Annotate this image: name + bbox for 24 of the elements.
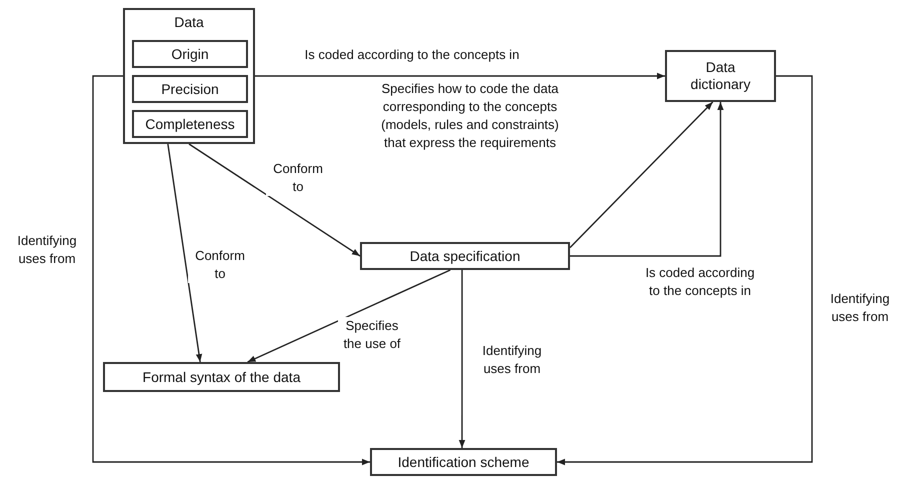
node-label: Data dictionary bbox=[690, 59, 752, 93]
process-box bbox=[132, 110, 248, 138]
node-label: Origin bbox=[171, 46, 209, 62]
arrow bbox=[458, 270, 466, 448]
process-box bbox=[103, 362, 340, 392]
arrow bbox=[557, 75, 813, 466]
group-box bbox=[123, 8, 255, 144]
arrow bbox=[92, 75, 370, 466]
node-label: Completeness bbox=[145, 116, 235, 132]
node-label: Data specification bbox=[410, 248, 520, 264]
arrow bbox=[247, 269, 451, 363]
process-box bbox=[360, 242, 570, 270]
node-label: Identification scheme bbox=[398, 454, 530, 470]
process-box bbox=[132, 40, 248, 68]
process-box bbox=[665, 50, 776, 102]
arrow bbox=[188, 143, 360, 257]
note-text: Specifies how to code the data corresponding to the concepts (models, rules and constraints) that express the requirements bbox=[380, 80, 560, 152]
process-box bbox=[370, 448, 557, 476]
arrow bbox=[255, 72, 665, 80]
node-label: Precision bbox=[161, 80, 219, 98]
node-label: Formal syntax of the data bbox=[142, 368, 300, 386]
process-box bbox=[132, 75, 248, 103]
arrow bbox=[167, 144, 202, 362]
group-title: Data bbox=[173, 14, 205, 30]
